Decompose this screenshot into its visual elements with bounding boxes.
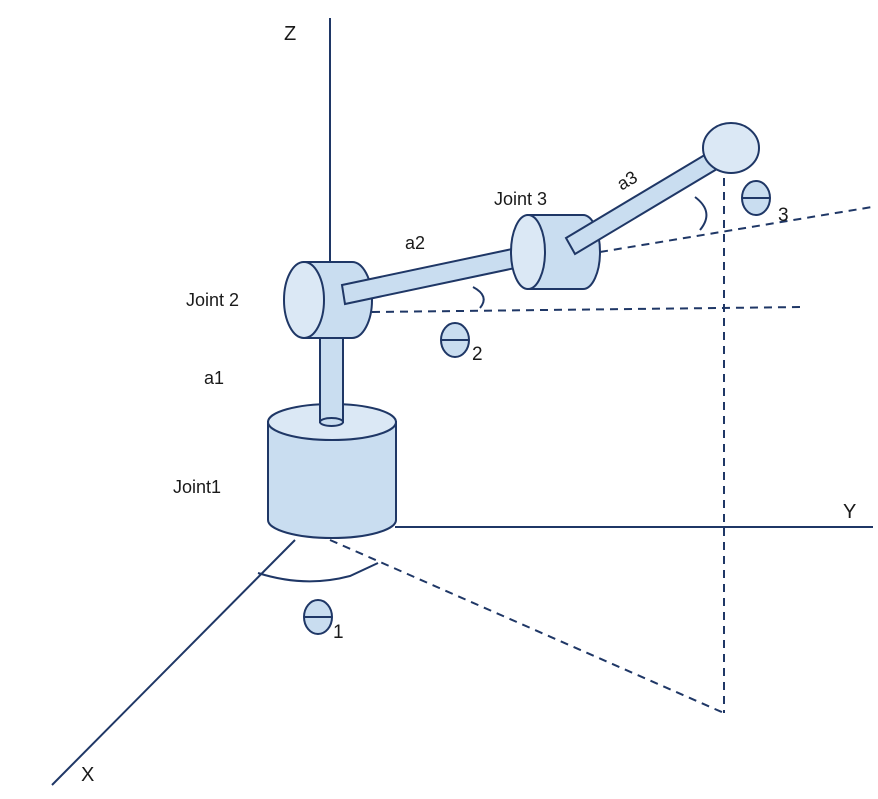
joint2-label: Joint 2	[186, 290, 239, 310]
link-a2	[340, 246, 522, 306]
end-effector	[702, 122, 760, 174]
joint2-cylinder	[283, 261, 373, 339]
link-a3-label: a3	[613, 167, 640, 194]
theta1-subscript: 1	[333, 622, 344, 643]
y-axis-label: Y	[843, 501, 856, 523]
base-projection-line	[329, 539, 725, 714]
x-axis	[51, 539, 296, 786]
joint2-reference-line	[371, 306, 806, 313]
theta3-subscript: 3	[778, 205, 789, 226]
joint1-label: Joint1	[173, 477, 221, 497]
z-axis-label: Z	[284, 23, 296, 45]
link-a1	[319, 329, 344, 427]
joint3-reference-line	[599, 206, 873, 253]
theta3-symbol	[741, 180, 771, 216]
link-a1-label: a1	[204, 368, 224, 388]
theta1-symbol	[303, 599, 333, 635]
theta3-arc	[694, 196, 708, 231]
theta2-symbol	[440, 322, 470, 358]
joint3-label: Joint 3	[494, 189, 547, 209]
theta2-subscript: 2	[472, 344, 483, 365]
link-a3	[564, 148, 724, 256]
theta1-arc	[257, 562, 379, 583]
link-a2-label: a2	[405, 233, 425, 253]
x-axis-label: X	[81, 764, 94, 786]
theta2-arc	[472, 286, 485, 309]
